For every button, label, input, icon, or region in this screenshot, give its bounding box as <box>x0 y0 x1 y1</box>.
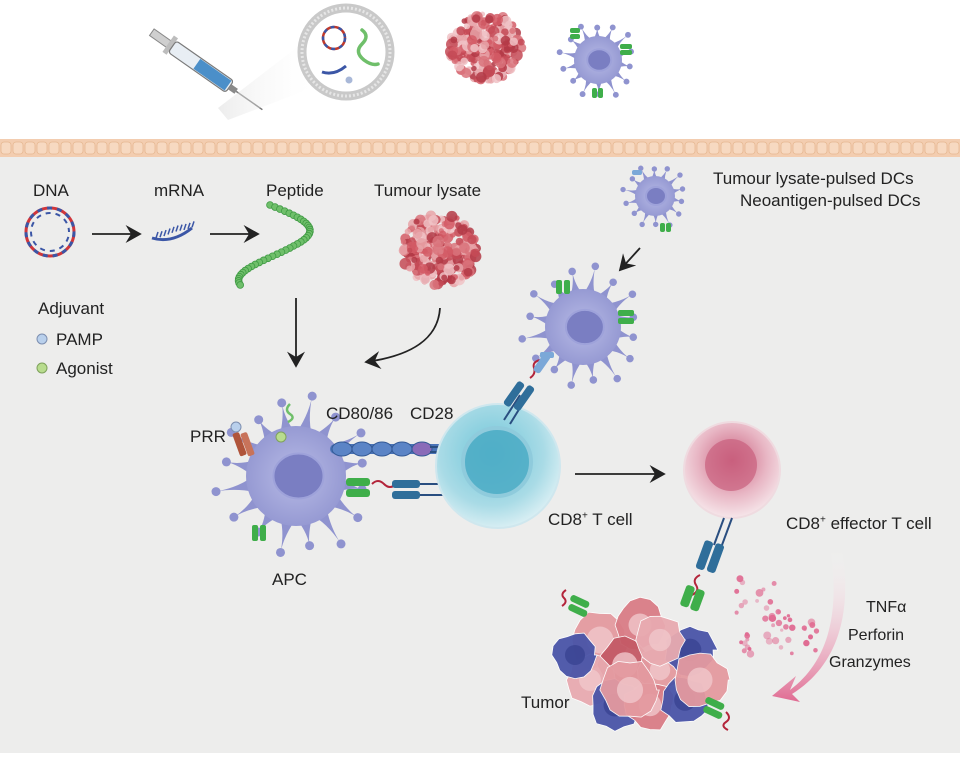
label-apc: APC <box>272 570 307 589</box>
injection-beam <box>218 45 320 120</box>
tumor-mass <box>551 596 731 732</box>
tumor-mhc-left <box>561 589 590 617</box>
label-dc-line2: Neoantigen-pulsed DCs <box>740 191 921 210</box>
label-mrna: mRNA <box>154 181 205 200</box>
label-cd8-effector: CD8+ effector T cell <box>786 514 932 533</box>
label-dc-line1: Tumour lysate-pulsed DCs <box>713 169 914 188</box>
label-cd8-t-cell: CD8+ T cell <box>548 510 633 529</box>
cytokine-arrow <box>772 548 846 702</box>
dendritic-cell-icon-right <box>620 165 686 232</box>
liposome-icon <box>297 3 395 101</box>
tcr-effector <box>680 517 733 612</box>
label-pamp: PAMP <box>56 330 103 349</box>
lysate-cluster-icon-top <box>445 11 527 85</box>
label-tumour-lysate: Tumour lysate <box>374 181 482 200</box>
label-perforin: Perforin <box>848 627 905 644</box>
label-tumor: Tumor <box>521 693 570 712</box>
mhc-tcr-complex <box>346 478 450 499</box>
apc-cell <box>211 391 367 557</box>
pamp-dot <box>36 333 48 345</box>
label-cd80: CD80/86 <box>326 404 394 423</box>
arrow-dc-to-dc <box>618 247 641 272</box>
agonist-dot <box>36 362 48 374</box>
label-dna: DNA <box>33 181 69 200</box>
cytokine-dots <box>734 575 820 658</box>
cd8-t-cell <box>435 403 561 529</box>
dendritic-cell-mid <box>518 262 638 389</box>
label-prr: PRR <box>190 427 226 446</box>
dendritic-cell-icon-top <box>556 23 634 98</box>
label-cd28: CD28 <box>410 404 454 423</box>
label-tnf: TNFα <box>866 599 907 616</box>
membrane-band <box>0 139 960 157</box>
cd8-effector-t-cell <box>683 421 781 519</box>
peptide-chain-icon <box>234 201 314 289</box>
dna-plasmid-icon <box>24 206 76 258</box>
label-peptide: Peptide <box>266 181 324 200</box>
label-adjuvant: Adjuvant <box>38 299 105 318</box>
tcr-upper <box>503 352 551 425</box>
tumor-mhc-right <box>703 697 730 731</box>
lysate-cluster-icon <box>398 210 482 290</box>
arrow-lysate-apc <box>364 307 441 369</box>
mrna-icon <box>151 221 195 242</box>
label-agonist: Agonist <box>56 359 113 378</box>
label-granzymes: Granzymes <box>829 654 911 671</box>
